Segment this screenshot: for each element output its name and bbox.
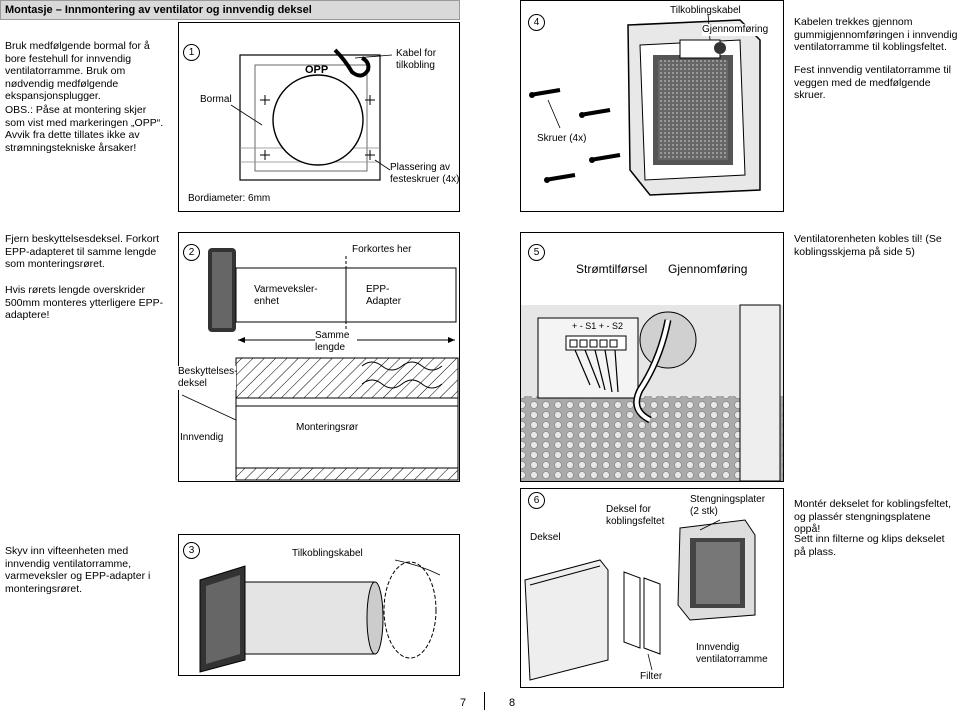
connection-cable-label: Tilkoblingskabel bbox=[670, 5, 741, 16]
grommet-label-5: Gjennomføring bbox=[668, 262, 748, 276]
page-number-left: 7 bbox=[460, 697, 467, 709]
screws-label: Skruer (4x) bbox=[537, 133, 587, 144]
page-divider bbox=[484, 692, 485, 710]
figure-1-frame bbox=[178, 22, 460, 212]
bormal-label: Bormal bbox=[200, 94, 232, 105]
step1-note: OBS.: Påse at montering skjer som vist m… bbox=[5, 104, 164, 154]
figure-6-frame bbox=[520, 488, 784, 688]
step6-note: Sett inn filterne og klips dekselet på p… bbox=[794, 533, 945, 558]
heat-exchanger-label: Varmeveksler-enhet bbox=[254, 284, 318, 307]
step-number-1: 1 bbox=[183, 44, 200, 61]
figure-5-frame bbox=[520, 232, 784, 482]
mounting-tube-label: Monteringsrør bbox=[296, 422, 359, 434]
page-header: Montasje – Innmontering av ventilator og… bbox=[0, 0, 460, 20]
inner-frame-label: Innvendig ventilatorramme bbox=[696, 642, 768, 665]
step2-instructions: Fjern beskyttelsesdeksel. Forkort EPP-ad… bbox=[5, 233, 160, 270]
connection-cable-label-3: Tilkoblingskabel bbox=[292, 548, 363, 559]
step6-instructions: Montér dekselet for koblingsfeltet, og p… bbox=[794, 498, 951, 535]
step5-instructions: Ventilatorenheten kobles til! (Se koblin… bbox=[794, 233, 942, 258]
opp-marking: OPP bbox=[305, 64, 329, 76]
shorten-here-label: Forkortes her bbox=[352, 244, 412, 256]
screw-placement-label: Plassering av festeskruer (4x) bbox=[390, 162, 460, 185]
step-number-5: 5 bbox=[528, 244, 545, 261]
drill-diameter-label: Bordiameter: 6mm bbox=[188, 193, 271, 204]
step1-instructions: Bruk medfølgende bormal for å bore feste… bbox=[5, 40, 150, 102]
figure-4-frame bbox=[520, 0, 784, 212]
cover-label: Deksel bbox=[530, 532, 561, 543]
step-number-2: 2 bbox=[183, 244, 200, 261]
connection-cover-label: Deksel for koblingsfeltet bbox=[606, 504, 665, 527]
inside-label: Innvendig bbox=[180, 432, 224, 444]
terminal-block-label: + - S1 + - S2 bbox=[572, 321, 624, 331]
page-number-right: 8 bbox=[509, 697, 516, 709]
step4-note: Fest innvendig ventilatorramme til vegge… bbox=[794, 64, 951, 101]
step-number-3: 3 bbox=[183, 542, 200, 559]
step2-note: Hvis rørets lengde overskrider 500mm mon… bbox=[5, 284, 164, 321]
grommet-label: Gjennomføring bbox=[702, 24, 769, 36]
figure-2-frame bbox=[178, 232, 460, 482]
step-number-6: 6 bbox=[528, 492, 545, 509]
figure-3-frame bbox=[178, 534, 460, 676]
filter-label: Filter bbox=[640, 671, 663, 682]
protective-cover-label: Beskyttelses-deksel bbox=[178, 366, 238, 390]
step3-instructions: Skyv inn vifteenheten med innvendig vent… bbox=[5, 545, 151, 595]
step-number-4: 4 bbox=[528, 14, 545, 31]
epp-adapter-label: EPP-Adapter bbox=[366, 284, 402, 307]
cable-label: Kabel for tilkobling bbox=[396, 48, 437, 71]
power-supply-label: Strømtilførsel bbox=[576, 262, 648, 276]
same-length-label: Samme lengde bbox=[315, 330, 357, 354]
step4-instructions: Kabelen trekkes gjennom gummigjennomføri… bbox=[794, 16, 958, 53]
closing-plates-label: Stengningsplater (2 stk) bbox=[690, 494, 766, 517]
